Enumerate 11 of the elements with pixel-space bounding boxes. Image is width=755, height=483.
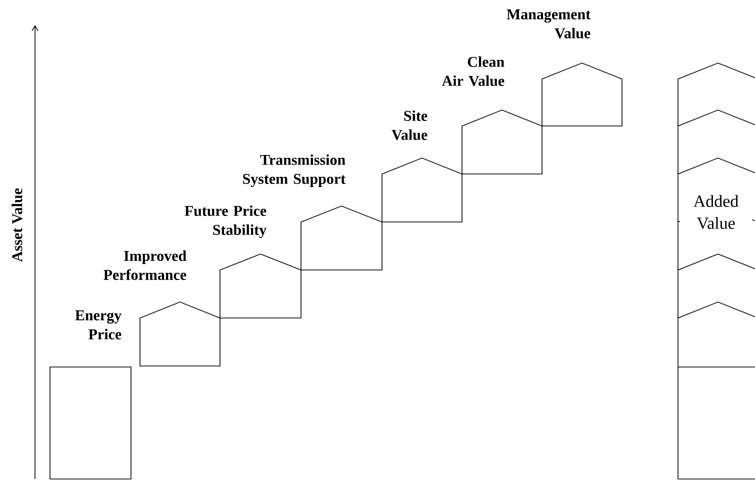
- node-label: Energy Price: [75, 310, 122, 340]
- axis-label: Asset Value: [12, 188, 22, 262]
- node-label: Future Price Stability: [184, 205, 266, 238]
- node-label: Site Value: [392, 110, 428, 140]
- node-label: Transmission System Support: [243, 154, 346, 188]
- node-label: Improved Performance: [104, 250, 186, 280]
- bar-box: Energy Price: [50, 310, 132, 480]
- node-label: Added Value: [694, 194, 738, 230]
- node-label: Clean Air Value: [442, 56, 504, 86]
- stacked-column: Added Value: [678, 62, 755, 480]
- node-label: Management Value: [506, 9, 591, 38]
